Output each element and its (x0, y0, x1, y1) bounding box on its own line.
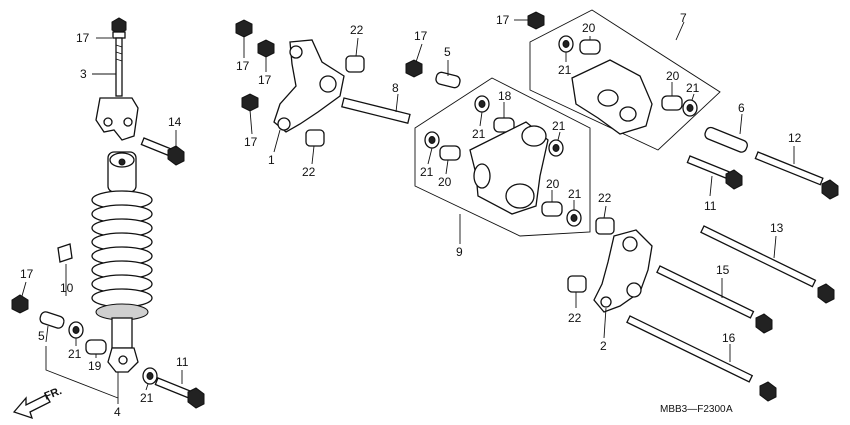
callout-20: 20 (438, 175, 452, 189)
collar-5-g9 (435, 71, 461, 89)
callout-1: 1 (268, 153, 275, 167)
collar-20-g7-b (661, 95, 683, 111)
collar-22-right-a (595, 217, 615, 235)
callout-21: 21 (686, 81, 700, 95)
callout-22: 22 (302, 165, 316, 179)
collar-22-top (345, 55, 365, 73)
callout-12: 12 (788, 131, 802, 145)
forward-arrow-icon (12, 394, 51, 420)
callout-17: 17 (76, 31, 90, 45)
bolt-11-right (686, 155, 743, 190)
link-9 (469, 121, 549, 215)
callout-22: 22 (350, 23, 364, 37)
callout-6: 6 (738, 101, 745, 115)
washer-21-left (68, 321, 84, 339)
callout-19: 19 (88, 359, 102, 373)
nut-17-arm1-a (235, 19, 253, 38)
callout-21: 21 (472, 127, 486, 141)
drawing-code: MBB3—F2300 (660, 404, 726, 415)
collar-19 (85, 339, 107, 355)
nut-17-arm1-b (257, 39, 275, 58)
nut-17-g9 (405, 59, 423, 78)
callout-17: 17 (236, 59, 250, 73)
callout-17: 17 (258, 73, 272, 87)
callout-14: 14 (168, 115, 182, 129)
callout-16: 16 (722, 331, 736, 345)
nut-17-arm1-c (241, 93, 259, 112)
callout-17: 17 (414, 29, 428, 43)
callout-17: 17 (496, 13, 510, 27)
washer-21-lower (142, 367, 158, 385)
callout-8: 8 (392, 81, 399, 95)
shock-body-4 (91, 151, 153, 373)
arm-1 (273, 39, 345, 133)
group-box-9 (414, 77, 591, 237)
shock-top-nut (111, 17, 127, 39)
bolt-12 (754, 151, 839, 200)
collar-6 (704, 126, 748, 153)
callout-20: 20 (666, 69, 680, 83)
washer-21-g9-a (474, 95, 490, 113)
drawing-suffix: A (726, 404, 733, 415)
callout-18: 18 (498, 89, 512, 103)
washer-21-g9-c (548, 139, 564, 157)
callout-13: 13 (770, 221, 784, 235)
callout-21: 21 (420, 165, 434, 179)
bolt-14 (140, 137, 185, 166)
callout-5: 5 (38, 329, 45, 343)
washer-21-g9-d (566, 209, 582, 227)
callout-7: 7 (680, 11, 687, 25)
bolt-11-lower (154, 377, 205, 409)
callout-11: 11 (704, 199, 717, 213)
collar-5-left (39, 311, 65, 329)
direction-label: FR. (43, 385, 64, 403)
callout-9: 9 (456, 245, 463, 259)
callout-3: 3 (80, 67, 87, 81)
washer-21-g9-b (424, 131, 440, 149)
collar-20-g9-a (439, 145, 461, 161)
callout-21: 21 (68, 347, 82, 361)
collar-20-g9-b (541, 201, 563, 217)
bolt-13 (700, 225, 835, 304)
callout-21: 21 (568, 187, 582, 201)
callout-22: 22 (598, 191, 612, 205)
callout-15: 15 (716, 263, 730, 277)
callout-4: 4 (114, 405, 121, 419)
bolt-16 (626, 315, 777, 402)
callout-10: 10 (60, 281, 74, 295)
callout-2: 2 (600, 339, 607, 353)
callout-11: 11 (176, 355, 189, 369)
callout-20: 20 (582, 21, 596, 35)
shaft-8 (341, 97, 411, 124)
shock-stud-3 (115, 37, 123, 97)
callout-21: 21 (552, 119, 566, 133)
collar-20-g7-a (579, 39, 601, 55)
callout-22: 22 (568, 311, 582, 325)
callout-17: 17 (20, 267, 34, 281)
collar-22-right-b (567, 275, 587, 293)
washer-21-g7-b (682, 99, 698, 117)
callout-21: 21 (558, 63, 572, 77)
nut-17-left (11, 294, 29, 314)
washer-21-g7-a (558, 35, 574, 53)
callout-5: 5 (444, 45, 451, 59)
shock-upper-clevis (95, 97, 139, 141)
callout-20: 20 (546, 177, 560, 191)
link-7 (571, 59, 653, 135)
bolt-15 (656, 265, 773, 334)
callout-21: 21 (140, 391, 154, 405)
nut-17-g7 (527, 11, 545, 30)
arm-2 (593, 229, 653, 313)
callout-17: 17 (244, 135, 258, 149)
collar-22-mid (305, 129, 325, 147)
group-box-7 (529, 9, 721, 151)
label-tag-10 (57, 243, 73, 263)
